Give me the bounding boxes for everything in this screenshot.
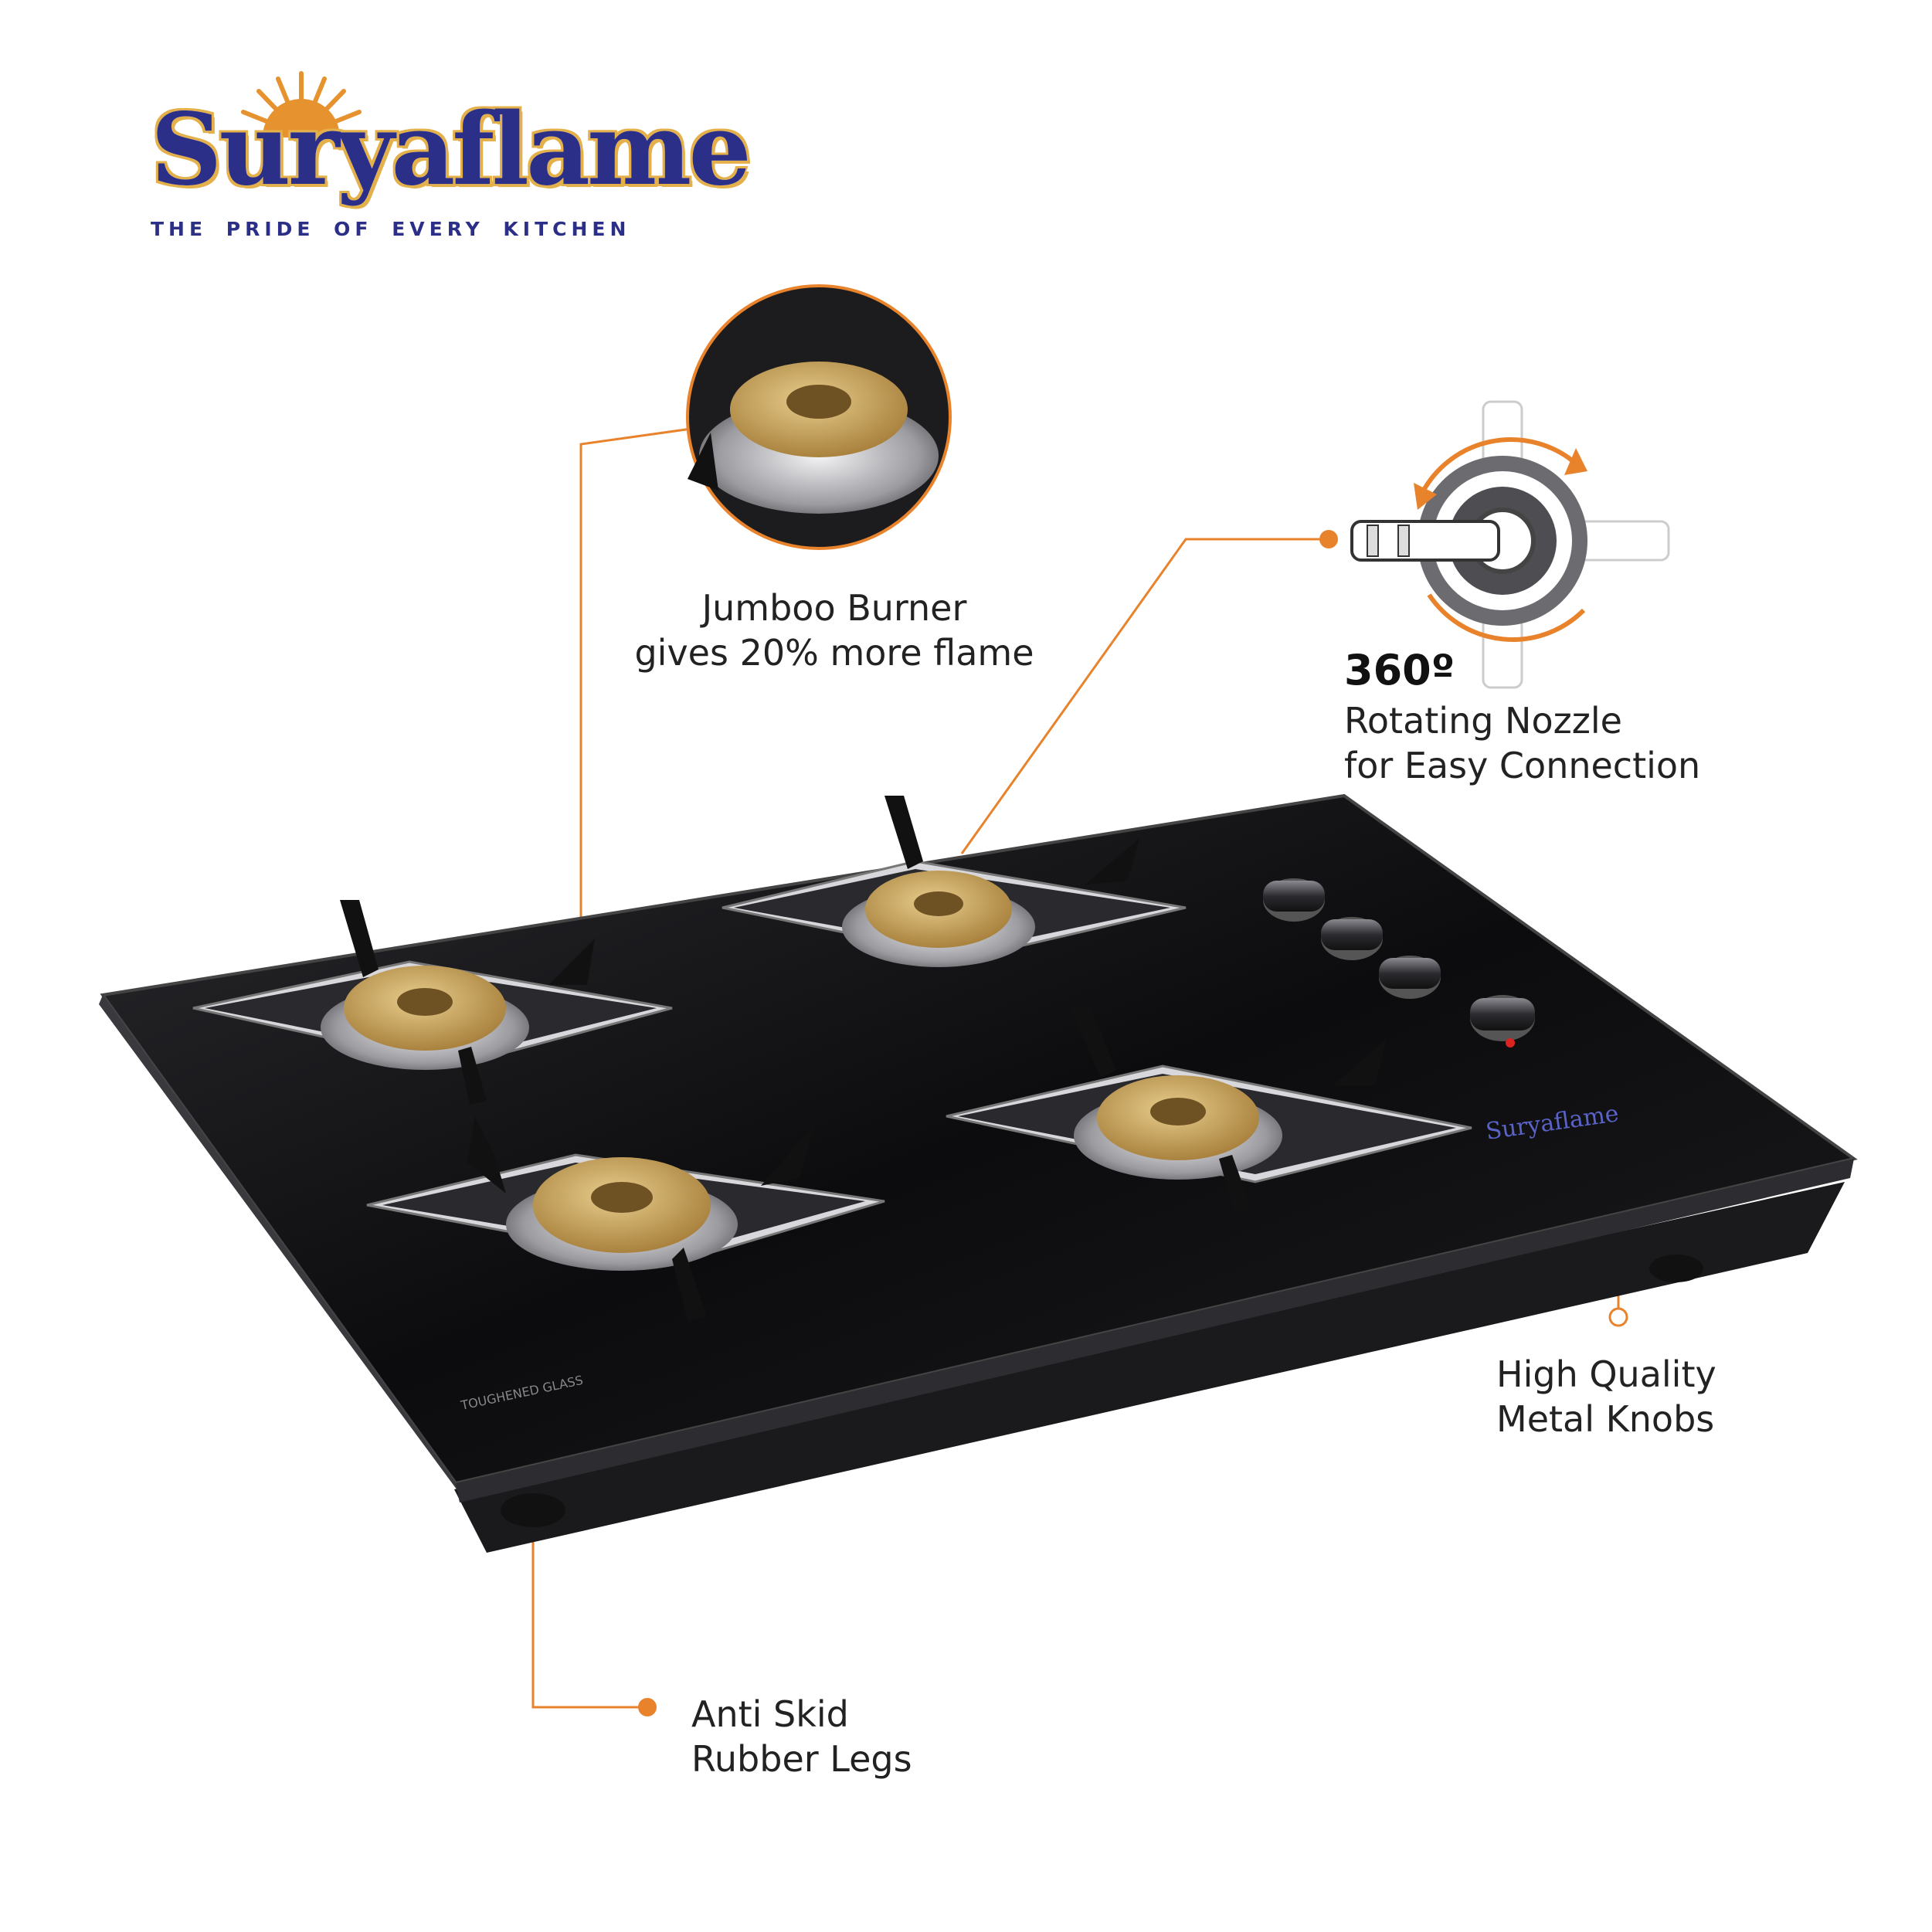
callout-knobs-line2: Metal Knobs [1496, 1398, 1715, 1440]
burner-front-left [366, 1116, 885, 1321]
brand-tagline: THE PRIDE OF EVERY KITCHEN [151, 218, 631, 240]
knob-1 [1263, 878, 1325, 922]
control-knobs [1263, 878, 1535, 1047]
burner-zoom-inset [686, 284, 952, 550]
callout-nozzle-line1: Rotating Nozzle [1344, 700, 1622, 742]
callout-legs-line1: Anti Skid [691, 1693, 849, 1735]
registered-mark: ® [660, 131, 677, 151]
logo-sunburst [241, 71, 362, 138]
callout-line-nozzle [960, 538, 1329, 854]
callout-line-legs [531, 1526, 645, 1709]
callout-burner-line1: Jumboo Burner [701, 587, 967, 629]
callout-nozzle-line2: for Easy Connection [1344, 745, 1701, 786]
nozzle-illustration [1350, 400, 1670, 689]
callout-knobs-label: High Quality Metal Knobs [1496, 1352, 1716, 1441]
callout-knobs-line1: High Quality [1496, 1353, 1716, 1395]
callout-burner-line2: gives 20% more flame [634, 632, 1034, 674]
callout-burner-label: Jumboo Burner gives 20% more flame [603, 586, 1066, 675]
callout-legs-line2: Rubber Legs [691, 1738, 912, 1780]
brand-logo-wordmark: Suryaflame [151, 92, 752, 208]
burner-back-right [722, 796, 1187, 967]
burner-back-left [192, 900, 673, 1105]
burner-front-right [946, 1004, 1472, 1213]
callout-legs-label: Anti Skid Rubber Legs [691, 1692, 912, 1781]
knob-3 [1379, 956, 1441, 999]
callout-nozzle-degrees: 360º [1344, 646, 1455, 694]
knob-4 [1470, 995, 1535, 1047]
knob-2 [1321, 917, 1383, 960]
callout-nozzle-label: Rotating Nozzle for Easy Connection [1344, 698, 1700, 788]
